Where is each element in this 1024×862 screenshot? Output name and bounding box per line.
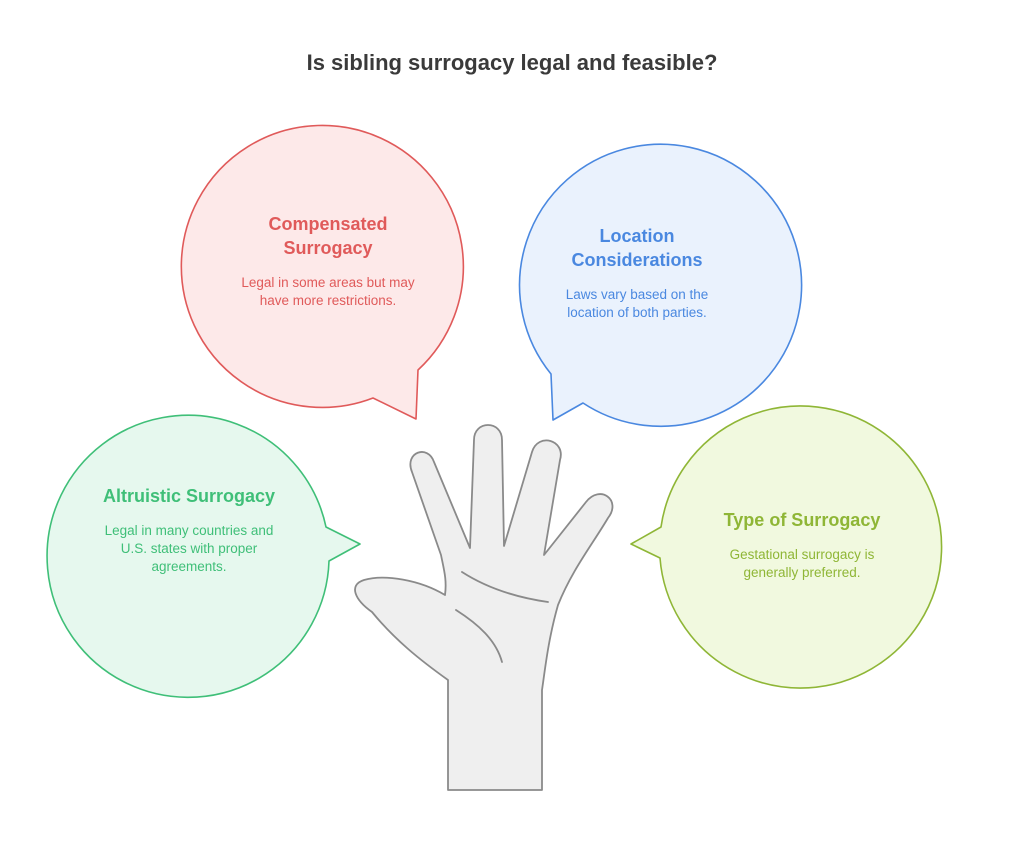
altruistic-heading: Altruistic Surrogacy [102,486,276,506]
altruistic-body: Legal in many countries and U.S. states … [104,523,274,574]
compensated-bubble [180,124,465,420]
raised-hand-icon [354,424,614,791]
location-heading: Location Considerations [571,226,703,270]
type-body: Gestational surrogacy is generally prefe… [729,547,875,580]
type-bubble [630,405,943,689]
location-text: Location Considerations Laws vary based … [546,224,728,322]
compensated-text: Compensated Surrogacy Legal in some area… [238,212,418,310]
altruistic-bubble [46,414,361,699]
type-heading: Type of Surrogacy [723,510,881,530]
compensated-body: Legal in some areas but may have more re… [241,275,415,308]
altruistic-text: Altruistic Surrogacy Legal in many count… [96,484,282,576]
location-bubble [518,143,803,428]
diagram-title: Is sibling surrogacy legal and feasible? [306,50,718,75]
type-text: Type of Surrogacy Gestational surrogacy … [708,508,896,582]
location-body: Laws vary based on the location of both … [565,287,709,320]
compensated-heading: Compensated Surrogacy [268,214,388,258]
